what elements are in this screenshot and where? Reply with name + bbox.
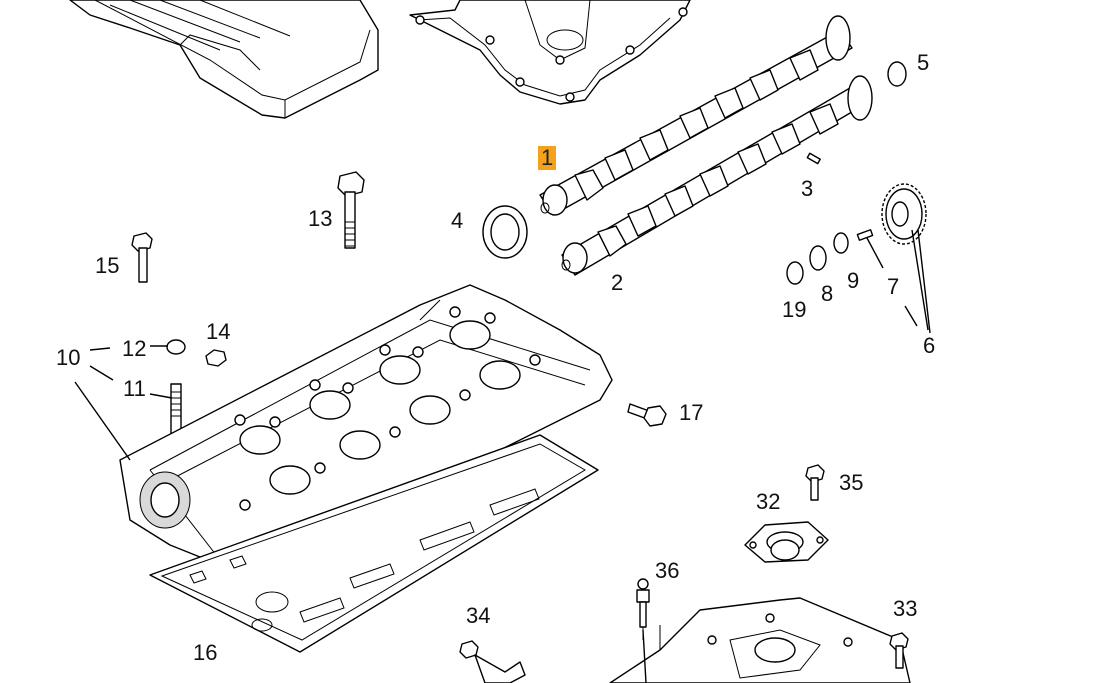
engine-cover-part — [69, 0, 379, 119]
callout-32[interactable]: 32 — [756, 489, 781, 514]
callout-3[interactable]: 3 — [801, 176, 814, 201]
callout-36[interactable]: 36 — [655, 558, 680, 583]
bolt-part-17 — [627, 403, 667, 427]
leader-lines — [74, 229, 931, 683]
callout-11[interactable]: 11 — [123, 376, 146, 401]
callout-17[interactable]: 17 — [679, 400, 704, 425]
callout-4[interactable]: 4 — [451, 208, 464, 233]
callout-33[interactable]: 33 — [893, 596, 918, 621]
stud-part-11 — [166, 339, 186, 435]
flange-part-32 — [744, 521, 829, 563]
camshaft-lower-part — [561, 75, 873, 276]
ring-part-5 — [887, 61, 907, 87]
callout-9[interactable]: 9 — [847, 268, 860, 293]
gasket-part-16 — [149, 434, 599, 653]
callout-5[interactable]: 5 — [917, 50, 930, 75]
washer-part-9 — [833, 232, 849, 254]
bolt-part-34 — [459, 640, 526, 683]
callout-16[interactable]: 16 — [193, 640, 218, 665]
callout-7[interactable]: 7 — [887, 274, 900, 299]
camshaft-upper-part — [539, 15, 853, 216]
housing-part-bottom — [609, 597, 911, 683]
callout-8[interactable]: 8 — [821, 281, 834, 306]
callout-14[interactable]: 14 — [206, 319, 231, 344]
bolt-part-15 — [131, 232, 153, 283]
seal-part-4 — [482, 205, 528, 259]
callout-6[interactable]: 6 — [923, 333, 936, 358]
camshaft-cover-part — [409, 0, 691, 105]
washer-part-8 — [809, 245, 827, 271]
callout-1[interactable]: 1 — [538, 146, 557, 170]
bolt-part-35 — [805, 464, 825, 501]
callout-10[interactable]: 10 — [56, 345, 81, 370]
callout-13[interactable]: 13 — [308, 206, 333, 231]
callout-2[interactable]: 2 — [611, 270, 624, 295]
bolt-part-13 — [337, 171, 365, 249]
washer-part-19 — [786, 261, 804, 285]
pin-part-3 — [806, 152, 821, 165]
nut-part-14 — [205, 349, 227, 367]
gear-part-6 — [881, 183, 927, 245]
callout-34[interactable]: 34 — [466, 603, 491, 628]
cylinder-head-part — [119, 284, 613, 581]
callout-12[interactable]: 12 — [122, 336, 147, 361]
callout-35[interactable]: 35 — [839, 470, 864, 495]
callout-19[interactable]: 19 — [782, 297, 807, 322]
bolt-part-33 — [889, 632, 909, 669]
pin-part-7 — [856, 229, 874, 241]
callout-15[interactable]: 15 — [95, 253, 120, 278]
